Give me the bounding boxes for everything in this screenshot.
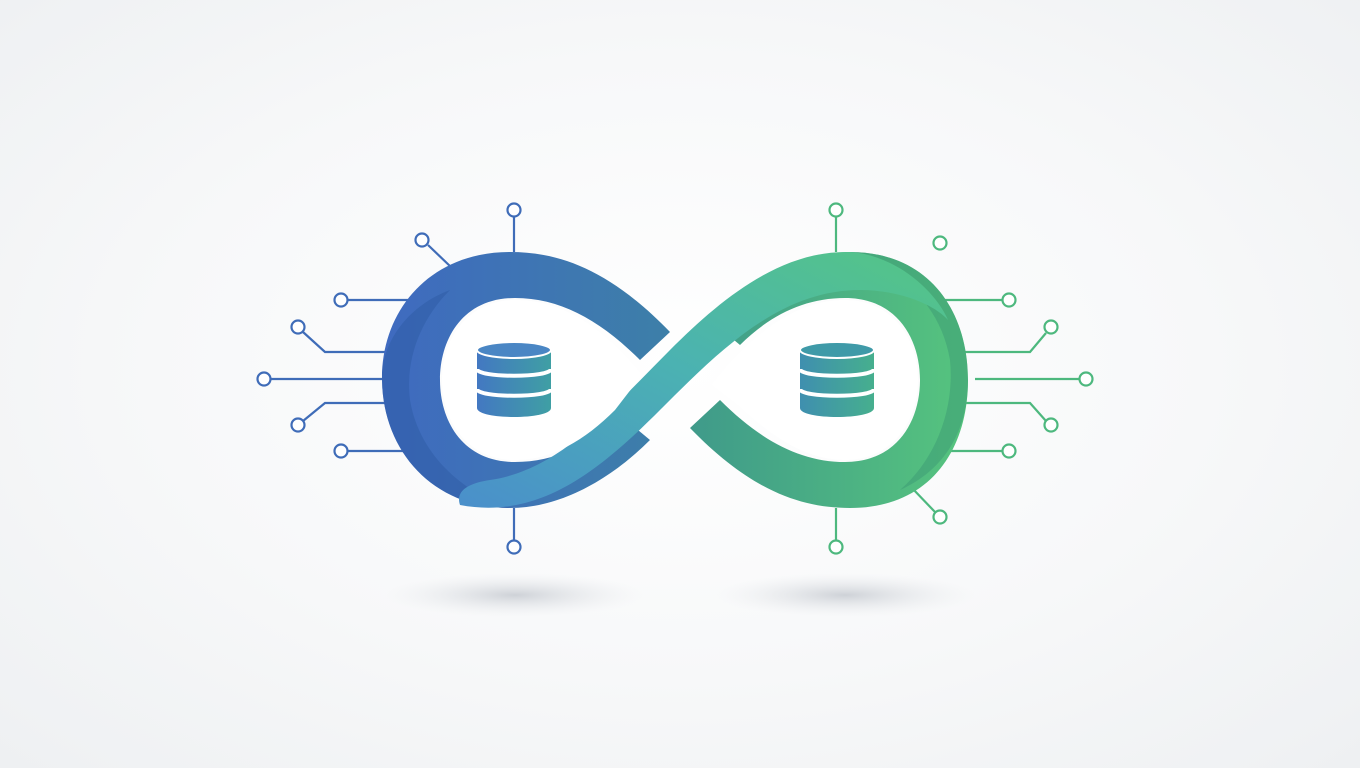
left-connectors bbox=[256, 202, 522, 555]
left-shadow bbox=[385, 573, 645, 617]
infinity-left-fold bbox=[382, 290, 510, 508]
database-icon bbox=[475, 341, 553, 417]
right-connectors bbox=[828, 202, 1094, 555]
right-shadow bbox=[715, 573, 975, 617]
infinity-cross-band bbox=[459, 251, 948, 508]
database-icon bbox=[798, 341, 876, 417]
